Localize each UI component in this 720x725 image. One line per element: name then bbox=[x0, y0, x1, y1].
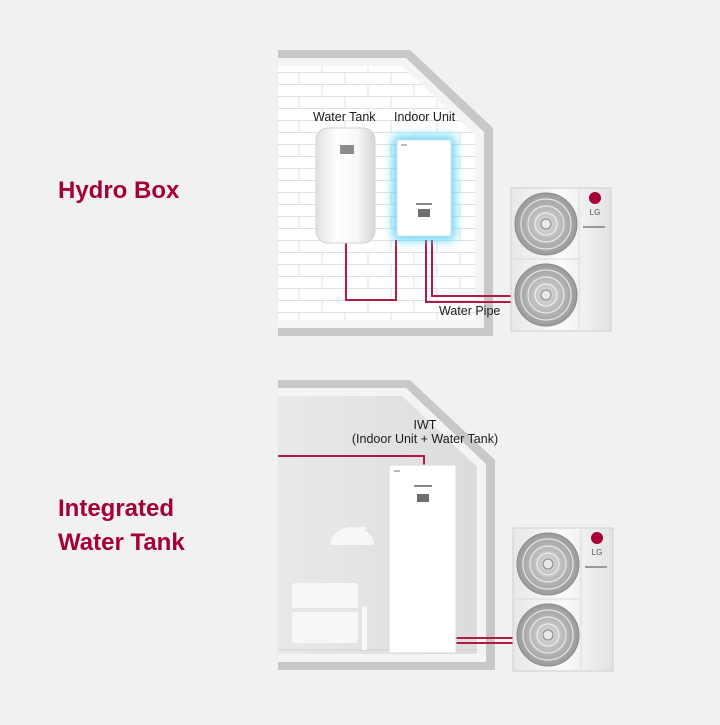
sofa-icon bbox=[292, 583, 358, 643]
label-iwt: IWT bbox=[413, 418, 437, 432]
section-title-integrated-water-tank: Integrated Water Tank bbox=[58, 492, 185, 560]
hydro-box-house bbox=[278, 50, 493, 336]
room-furniture bbox=[292, 526, 374, 650]
indoor-unit bbox=[393, 136, 455, 240]
iwt-unit bbox=[388, 464, 457, 654]
heating-pipe bbox=[278, 455, 425, 466]
water-tank bbox=[315, 127, 376, 244]
section-title-line: Water Tank bbox=[58, 529, 185, 556]
model-plate-icon bbox=[585, 566, 607, 568]
indoor-unit-logo-icon bbox=[401, 144, 407, 146]
fan-grille-icon bbox=[516, 532, 580, 596]
tank-display-icon bbox=[340, 145, 354, 154]
lamp-post-icon bbox=[362, 606, 367, 650]
outdoor-brand-label: LG bbox=[592, 548, 603, 557]
label-water-tank: Water Tank bbox=[313, 110, 376, 124]
tank-pipe bbox=[345, 240, 397, 301]
indoor-unit-display-icon bbox=[418, 209, 430, 217]
label-water-pipe: Water Pipe bbox=[439, 304, 501, 318]
lg-logo-icon bbox=[591, 532, 603, 544]
water-pipe-2 bbox=[431, 240, 516, 297]
outdoor-brand-label: LG bbox=[590, 208, 601, 217]
fan-grille-icon bbox=[514, 192, 578, 256]
iwt-logo-icon bbox=[394, 470, 400, 472]
outdoor-unit-top: LG bbox=[510, 187, 612, 332]
fan-grille-icon bbox=[514, 263, 578, 327]
label-iwt-detail: (Indoor Unit + Water Tank) bbox=[351, 432, 499, 446]
label-indoor-unit: Indoor Unit bbox=[394, 110, 456, 124]
iwt-display-icon bbox=[417, 494, 429, 502]
outdoor-unit-bottom: LG bbox=[512, 527, 614, 672]
section-title-line: Integrated bbox=[58, 495, 175, 522]
hydro-box-pipes bbox=[345, 240, 516, 303]
model-plate-icon bbox=[583, 226, 605, 228]
section-title-hydro-box: Hydro Box bbox=[58, 177, 180, 204]
lg-logo-icon bbox=[589, 192, 601, 204]
fan-grille-icon bbox=[516, 603, 580, 667]
iwt-pipes bbox=[278, 455, 516, 644]
water-pipe-1 bbox=[425, 240, 516, 303]
